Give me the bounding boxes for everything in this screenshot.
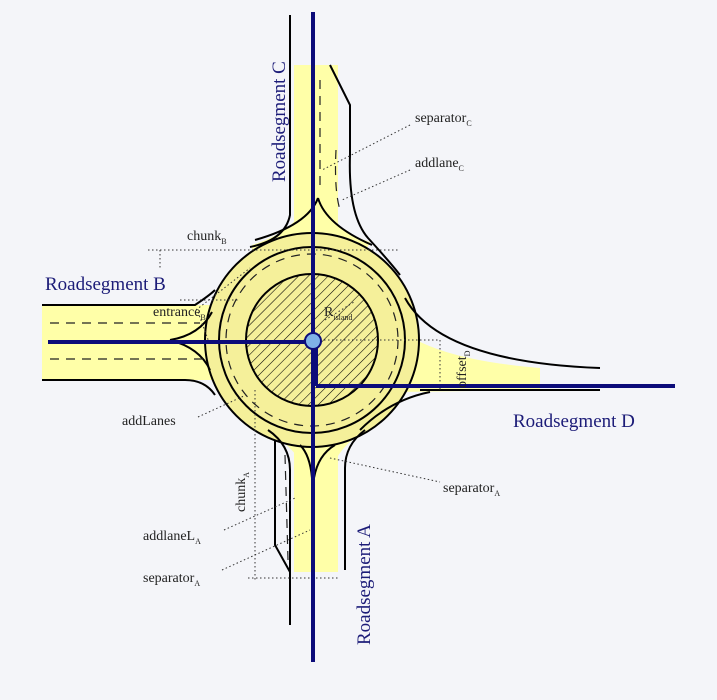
label-chunk-b: chunkB <box>187 229 227 246</box>
label-r-island: Risland <box>324 305 352 322</box>
label-separator-a-left: separatorA <box>143 571 200 588</box>
flare-se <box>400 330 540 392</box>
label-offset-d: offsetD <box>455 350 472 388</box>
label-entrance-b: entranceB <box>153 305 206 322</box>
road-label-b: Roadsegment B <box>45 274 166 295</box>
dimension-lines <box>148 249 441 580</box>
road-label-d: Roadsegment D <box>513 411 635 432</box>
label-chunk-a: chunkA <box>234 472 251 512</box>
road-label-c: Roadsegment C <box>269 61 290 182</box>
label-separator-c: separatorC <box>415 111 472 128</box>
label-addlanel-a: addlaneLA <box>143 529 201 546</box>
label-separator-a-right: separatorA <box>443 481 500 498</box>
center-node <box>304 332 322 350</box>
road-label-a: Roadsegment A <box>354 524 375 645</box>
label-addlane-c: addlaneC <box>415 156 464 173</box>
road-axes <box>48 12 675 662</box>
label-addlanes: addLanes <box>122 414 176 429</box>
leader-lines <box>195 124 441 571</box>
